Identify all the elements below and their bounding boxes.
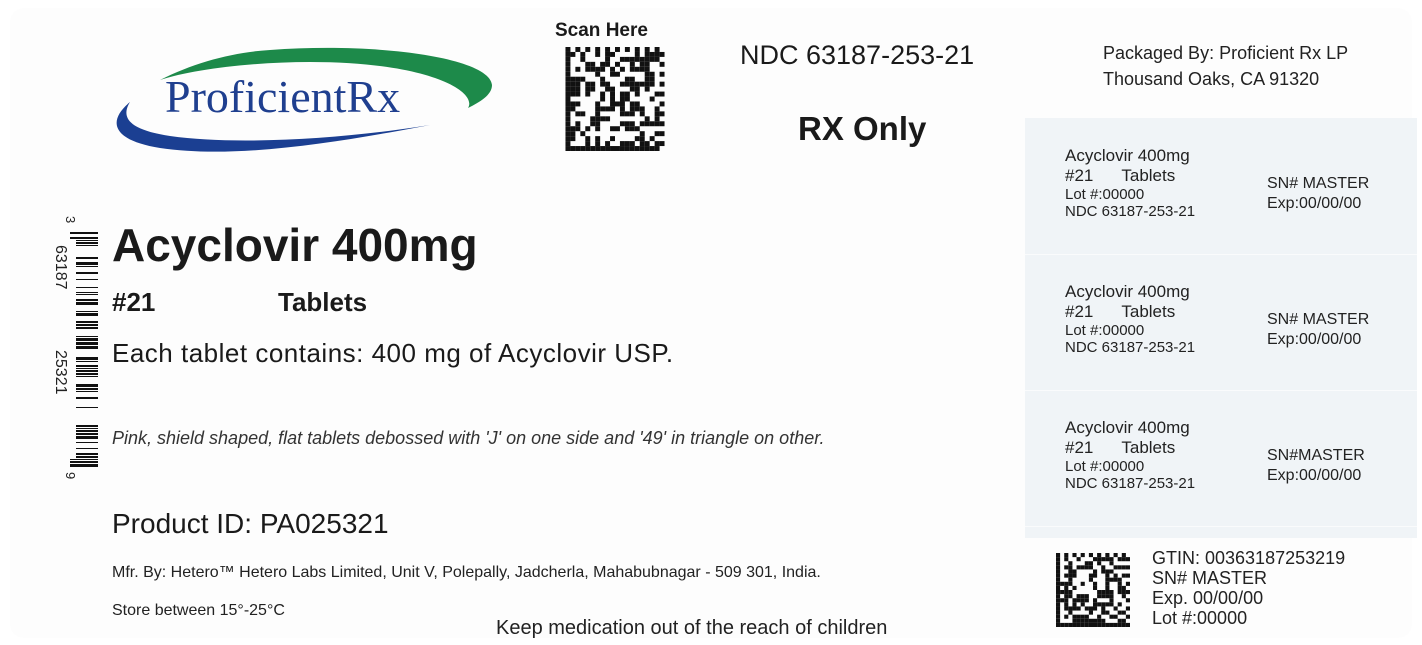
stub-drug-name: Acyclovir 400mg bbox=[1065, 418, 1190, 437]
dosage-form: Tablets bbox=[278, 287, 368, 317]
logo-text: ProficientRx bbox=[165, 71, 400, 122]
stub-exp: Exp:00/00/00 bbox=[1267, 467, 1362, 484]
stub-ndc: NDC 63187-253-21 bbox=[1065, 203, 1196, 220]
tablet-count: #21 bbox=[112, 287, 156, 317]
tablet-description: Pink, shield shaped, flat tablets deboss… bbox=[112, 428, 825, 448]
packager-line: Packaged By: Proficient Rx LP bbox=[1103, 43, 1349, 63]
stub-form: Tablets bbox=[1121, 438, 1176, 457]
stub-1[interactable]: Acyclovir 400mg #21 Tablets Lot #:00000 N… bbox=[1025, 118, 1417, 255]
serial-number: SN# MASTER bbox=[1152, 568, 1268, 588]
upc-barcode[interactable]: 3 63187 25321 9 bbox=[28, 210, 98, 490]
stub-exp: Exp:00/00/00 bbox=[1267, 331, 1362, 348]
product-id: Product ID: PA025321 bbox=[112, 508, 389, 539]
stub-ndc: NDC 63187-253-21 bbox=[1065, 475, 1196, 492]
ingredient-statement: Each tablet contains: 400 mg of Acyclovi… bbox=[112, 338, 674, 368]
barcode-digit-end: 9 bbox=[63, 472, 78, 479]
stub-serial: SN# MASTER bbox=[1267, 311, 1370, 328]
lot-number: Lot #:00000 bbox=[1152, 608, 1248, 628]
stub-count: #21 bbox=[1065, 166, 1094, 185]
stub-3[interactable]: Acyclovir 400mg #21 Tablets Lot #:00000 N… bbox=[1025, 390, 1417, 527]
stub-lot: Lot #:00000 bbox=[1065, 186, 1145, 203]
data-matrix-code[interactable] bbox=[565, 47, 665, 151]
packager-info: Packaged By: Proficient Rx LP Thousand O… bbox=[1103, 40, 1348, 92]
proficientrx-logo: ProficientRx bbox=[116, 47, 492, 152]
child-warning: Keep medication out of the reach of chil… bbox=[496, 617, 888, 639]
storage-instructions: Store between 15°-25°C bbox=[112, 602, 285, 619]
stub-serial: SN#MASTER bbox=[1267, 447, 1365, 464]
stub-exp: Exp:00/00/00 bbox=[1267, 195, 1362, 212]
rx-only-label: RX Only bbox=[798, 110, 927, 147]
stub-drug-name: Acyclovir 400mg bbox=[1065, 282, 1190, 301]
stub-2[interactable]: Acyclovir 400mg #21 Tablets Lot #:00000 N… bbox=[1025, 254, 1417, 391]
stub-count: #21 bbox=[1065, 438, 1094, 457]
drug-name: Acyclovir 400mg bbox=[112, 219, 478, 271]
stub-form: Tablets bbox=[1121, 302, 1176, 321]
packager-address: Thousand Oaks, CA 91320 bbox=[1103, 69, 1320, 89]
stub-count: #21 bbox=[1065, 302, 1094, 321]
barcode-digits-group1: 63187 bbox=[52, 245, 69, 290]
ndc-number: NDC 63187-253-21 bbox=[740, 40, 975, 70]
stub-lot: Lot #:00000 bbox=[1065, 322, 1145, 339]
expiration-date: Exp. 00/00/00 bbox=[1152, 588, 1264, 608]
stub-drug-name: Acyclovir 400mg bbox=[1065, 146, 1190, 165]
gtin-number: GTIN: 00363187253219 bbox=[1152, 548, 1346, 568]
manufacturer-info: Mfr. By: Hetero™ Hetero Labs Limited, Un… bbox=[112, 564, 821, 581]
stub-form: Tablets bbox=[1121, 166, 1176, 185]
stub-lot: Lot #:00000 bbox=[1065, 458, 1145, 475]
serialization-info: GTIN: 00363187253219 SN# MASTER Exp. 00/… bbox=[1152, 548, 1345, 628]
barcode-digits-group2: 25321 bbox=[52, 350, 69, 395]
peel-off-stubs bbox=[1025, 118, 1417, 538]
stub-serial: SN# MASTER bbox=[1267, 175, 1370, 192]
stub-ndc: NDC 63187-253-21 bbox=[1065, 339, 1196, 356]
scan-here-label: Scan Here bbox=[555, 20, 648, 41]
serial-data-matrix-code[interactable] bbox=[1056, 553, 1130, 627]
barcode-digit-start: 3 bbox=[63, 216, 78, 223]
